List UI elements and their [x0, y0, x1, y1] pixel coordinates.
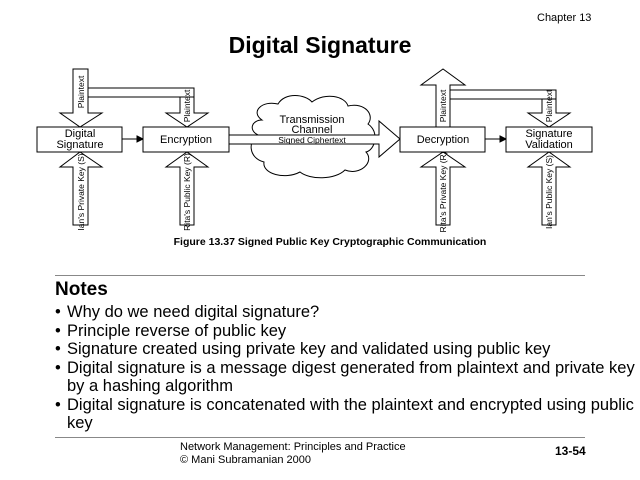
- cipher-label: Signed Ciphertext: [278, 135, 346, 145]
- notes-heading: Notes: [55, 279, 108, 300]
- footer-divider: [55, 437, 585, 438]
- plaintext-arrow-down-3: [526, 98, 572, 128]
- plaintext-arrow-down-2: [164, 96, 210, 128]
- footer-book: Network Management: Principles and Pract…: [180, 441, 406, 453]
- plaintext-label: Plaintext: [438, 89, 448, 122]
- decryption-box: [399, 126, 486, 153]
- box-label: Validation: [525, 139, 573, 151]
- key-label: Rita's Public Key (R): [182, 153, 192, 231]
- key-label: Ian's Public Key (S): [544, 155, 554, 229]
- cloud-label: Transmission: [280, 114, 345, 126]
- signature-validation-box: [505, 126, 593, 153]
- chapter-label: Chapter 13: [537, 12, 592, 24]
- divider: [55, 275, 585, 276]
- plaintext-connector-right: [450, 89, 557, 113]
- key-arrow-3: [419, 151, 467, 226]
- encryption-box: [142, 126, 230, 153]
- digital-signature-box: [36, 126, 123, 153]
- plaintext-label: Plaintext: [544, 89, 554, 122]
- key-arrow-1: [58, 151, 104, 226]
- footer-text: Network Management: Principles and Pract…: [180, 441, 406, 467]
- slide-title: Digital Signature: [228, 32, 412, 58]
- plaintext-label: Plaintext: [182, 89, 192, 122]
- box-label: Signature: [56, 139, 103, 151]
- key-label: Rita's Private Key (R): [438, 151, 448, 232]
- box-label: Digital: [65, 128, 96, 140]
- page-number: 13-54: [555, 444, 586, 458]
- key-label: Ian's Private Key (S): [76, 153, 86, 230]
- footer-copyright: © Mani Subramanian 2000: [180, 454, 312, 466]
- plaintext-connector-left: [88, 87, 195, 113]
- cloud-label: Channel: [292, 124, 333, 136]
- key-arrow-4: [526, 151, 572, 226]
- note-item: Signature created using private key and …: [55, 340, 635, 359]
- key-arrow-2: [164, 151, 210, 226]
- box-label: Encryption: [160, 134, 212, 146]
- plaintext-label: Plaintext: [76, 75, 86, 108]
- notes-list: Why do we need digital signature? Princi…: [55, 303, 635, 433]
- note-item: Digital signature is a message digest ge…: [55, 359, 635, 396]
- note-item: Digital signature is concatenated with t…: [55, 396, 635, 433]
- box-label: Decryption: [417, 134, 470, 146]
- plaintext-arrow-up: [419, 68, 467, 128]
- figure-caption: Figure 13.37 Signed Public Key Cryptogra…: [173, 236, 487, 248]
- cipher-arrow: [228, 119, 401, 159]
- note-item: Why do we need digital signature?: [55, 303, 635, 322]
- note-item: Principle reverse of public key: [55, 322, 635, 341]
- signature-diagram: Digital Signature Encryption Decryption …: [36, 68, 593, 232]
- box-label: Signature: [525, 128, 572, 140]
- plaintext-arrow-down-1: [58, 68, 104, 128]
